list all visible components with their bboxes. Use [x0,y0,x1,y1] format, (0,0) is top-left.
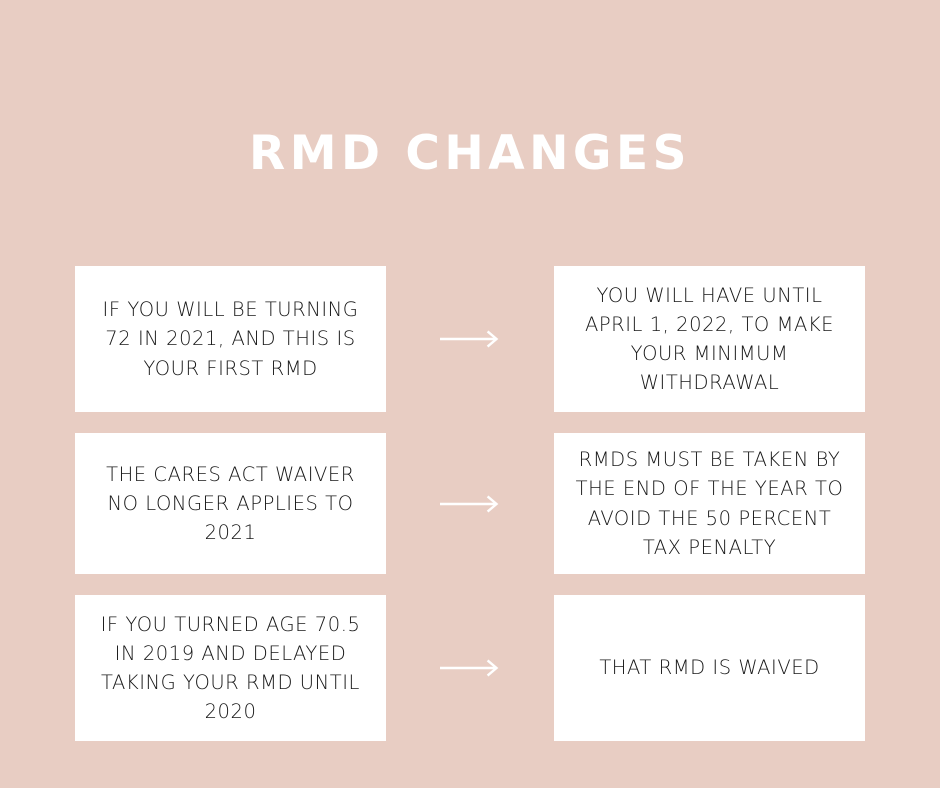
flow-row: THE CARES ACT WAIVER NO LONGER APPLIES T… [75,433,865,574]
result-card-1: YOU WILL HAVE UNTIL APRIL 1, 2022, TO MA… [554,266,865,412]
result-card-2: RMDS MUST BE TAKEN BY THE END OF THE YEA… [554,433,865,574]
condition-card-2: THE CARES ACT WAIVER NO LONGER APPLIES T… [75,433,386,574]
arrow-right-icon [440,659,499,677]
flow-row: IF YOU TURNED AGE 70.5 IN 2019 AND DELAY… [75,595,865,741]
condition-card-3-text: IF YOU TURNED AGE 70.5 IN 2019 AND DELAY… [100,612,361,724]
arrow-right-icon [440,495,499,512]
condition-card-1-text: IF YOU WILL BE TURNING 72 IN 2021, AND T… [102,298,359,380]
flow-row: IF YOU WILL BE TURNING 72 IN 2021, AND T… [75,266,865,412]
result-card-1-text: YOU WILL HAVE UNTIL APRIL 1, 2022, TO MA… [584,283,835,395]
arrow-right-icon [440,330,499,348]
result-card-3: THAT RMD IS WAIVED [554,595,865,741]
condition-card-1: IF YOU WILL BE TURNING 72 IN 2021, AND T… [75,266,386,412]
connector-3 [386,595,554,741]
connector-2 [386,433,554,574]
page-title: RMD CHANGES [249,126,691,181]
result-card-3-text: THAT RMD IS WAIVED [599,656,820,680]
connector-1 [386,266,554,412]
flow-diagram: IF YOU WILL BE TURNING 72 IN 2021, AND T… [75,266,865,741]
result-card-2-text: RMDS MUST BE TAKEN BY THE END OF THE YEA… [575,448,844,559]
condition-card-2-text: THE CARES ACT WAIVER NO LONGER APPLIES T… [106,462,355,545]
condition-card-3: IF YOU TURNED AGE 70.5 IN 2019 AND DELAY… [75,595,386,741]
